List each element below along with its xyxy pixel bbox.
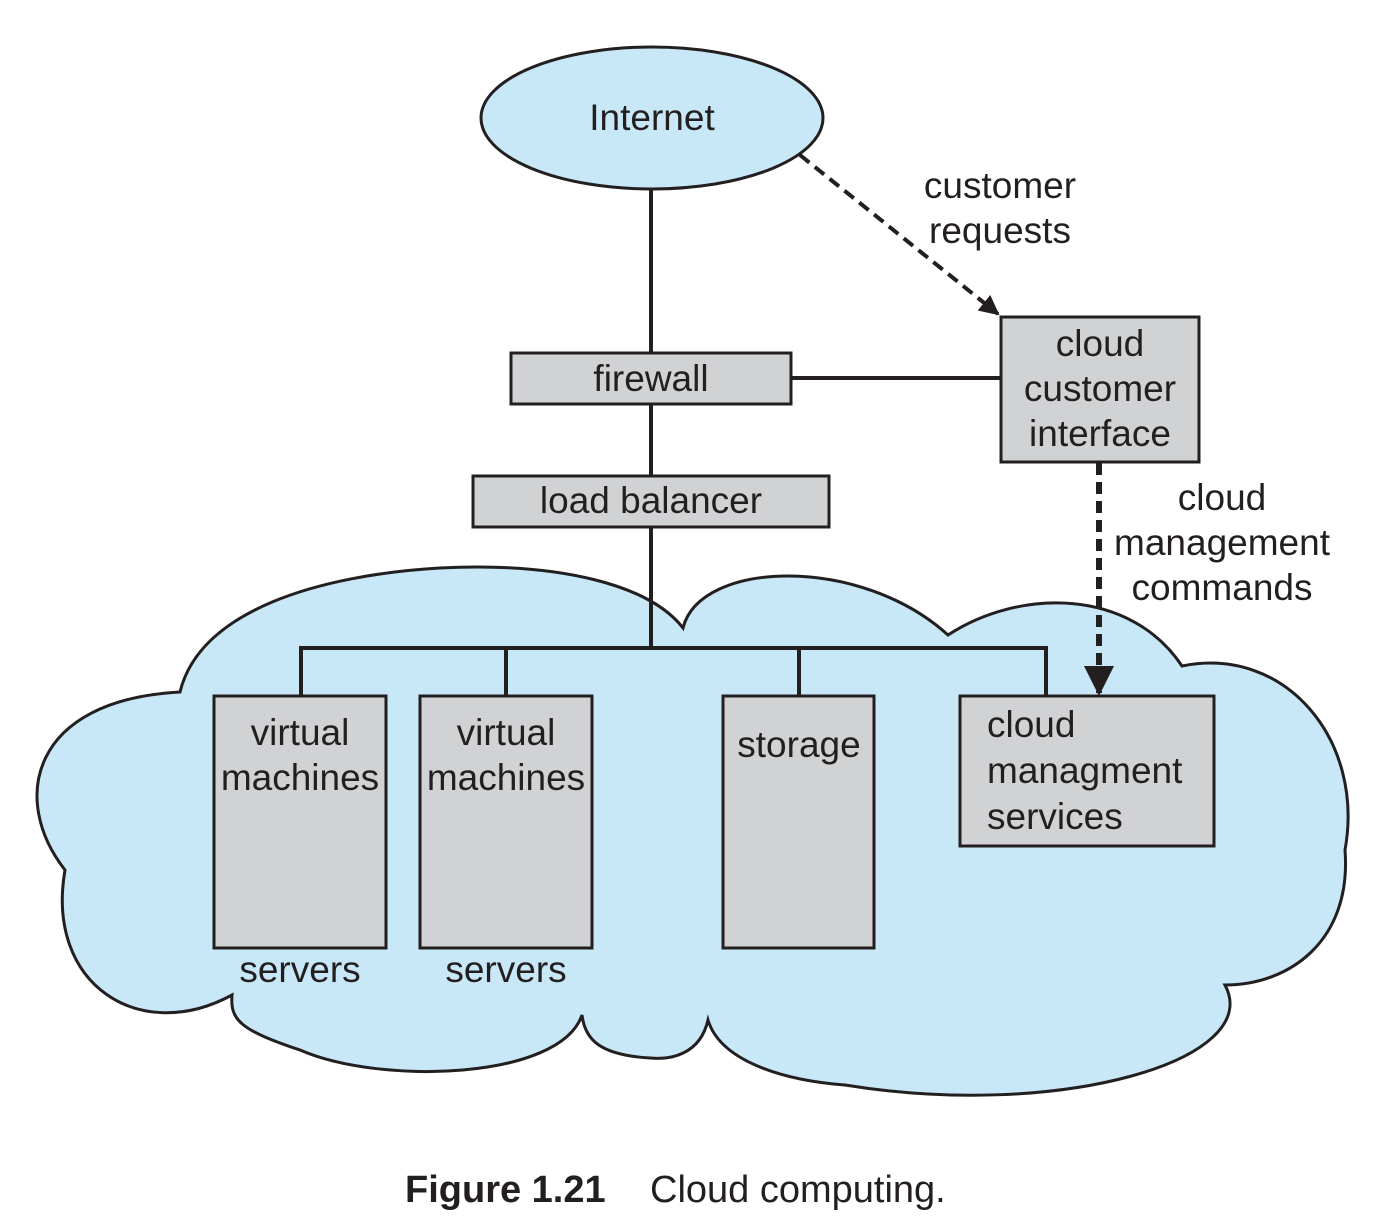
cloud-customer-interface-label-2: customer: [1024, 368, 1176, 409]
cloud-customer-interface-label-3: interface: [1029, 413, 1171, 454]
figure-caption-number: Figure 1.21: [405, 1169, 606, 1211]
firewall-label: firewall: [593, 358, 708, 399]
vm1-label-2: machines: [221, 757, 379, 798]
cloud-management-services-label-2: managment: [987, 750, 1183, 791]
management-commands-label-3: commands: [1132, 567, 1313, 608]
servers2-label: servers: [445, 949, 566, 990]
vm2-label-2: machines: [427, 757, 585, 798]
load-balancer-label: load balancer: [540, 480, 762, 521]
management-commands-label-1: cloud: [1178, 477, 1266, 518]
storage-label: storage: [737, 724, 860, 765]
customer-requests-label-2: requests: [929, 210, 1071, 251]
management-commands-label-2: management: [1114, 522, 1331, 563]
cloud-customer-interface-node: [999, 315, 1201, 464]
servers1-label: servers: [239, 949, 360, 990]
vm2-node: [418, 694, 594, 950]
cloud-management-services-node: [958, 694, 1216, 848]
cloud-management-services-label-1: cloud: [987, 704, 1075, 745]
storage-node: [721, 694, 876, 950]
vm2-label-1: virtual: [457, 712, 556, 753]
internet-node: [479, 45, 825, 191]
customer-requests-arrow: [798, 153, 1000, 316]
firewall-node: [509, 351, 793, 406]
vm1-label-1: virtual: [251, 712, 350, 753]
cloud-customer-interface-label-1: cloud: [1056, 323, 1144, 364]
vm1-node: [212, 694, 388, 950]
internet-label: Internet: [589, 97, 715, 138]
cloud-management-services-label-3: services: [987, 796, 1123, 837]
figure-caption-text: Cloud computing.: [650, 1169, 946, 1211]
customer-requests-label-1: customer: [924, 165, 1076, 206]
load-balancer-node: [471, 474, 831, 529]
